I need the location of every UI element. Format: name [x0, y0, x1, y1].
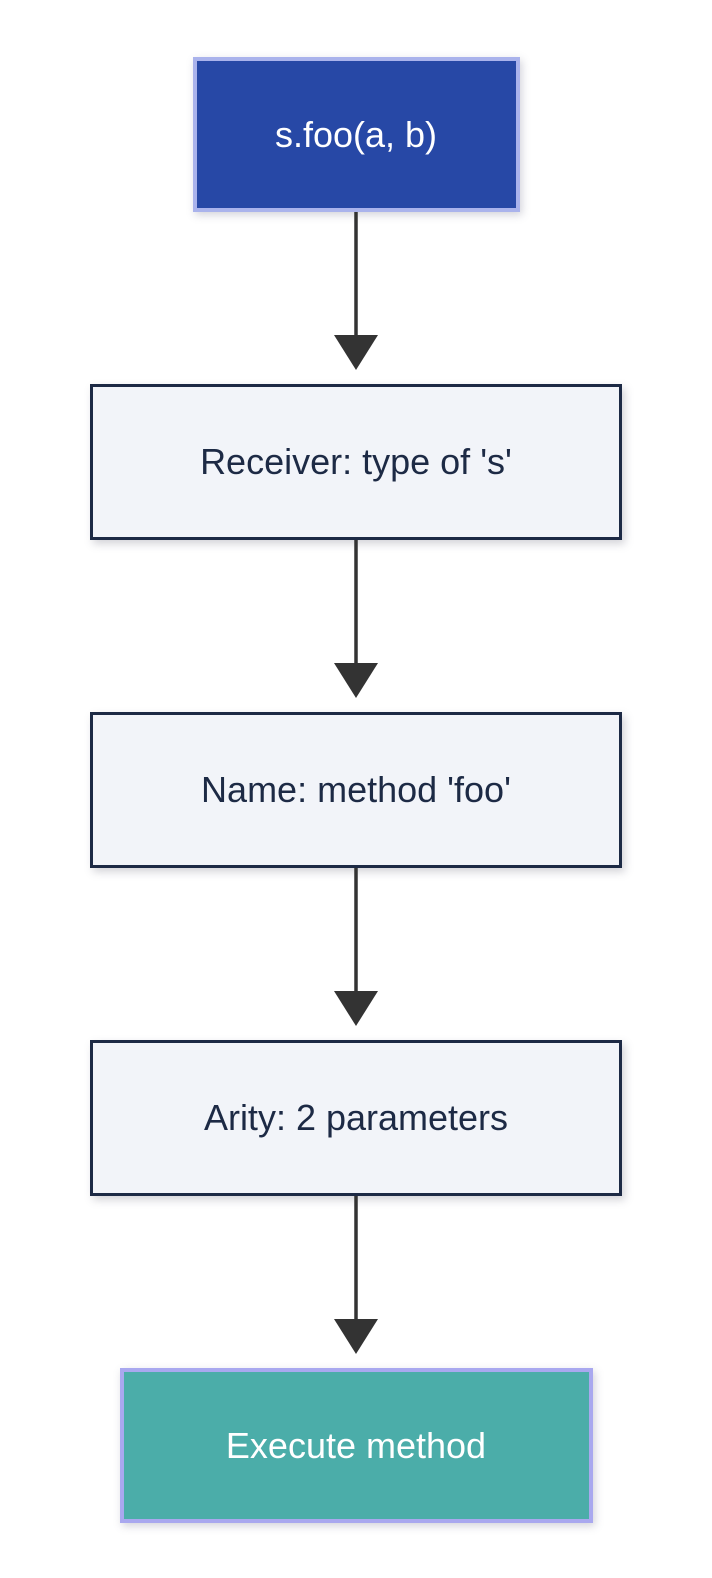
node-execute-step: Execute method	[119, 1368, 593, 1523]
node-name-step: Name: method 'foo'	[90, 712, 622, 868]
flow-arrow-icon	[334, 540, 378, 698]
flow-arrow-icon	[334, 1196, 378, 1354]
node-name-step-label: Name: method 'foo'	[201, 769, 511, 811]
node-arity-step: Arity: 2 parameters	[90, 1040, 622, 1196]
node-receiver-step-label: Receiver: type of 's'	[200, 441, 512, 483]
node-execute-step-label: Execute method	[225, 1424, 487, 1466]
flow-arrow-icon	[334, 868, 378, 1026]
flow-arrow-icon	[334, 212, 378, 370]
node-arity-step-label: Arity: 2 parameters	[203, 1097, 509, 1139]
node-call-expression-label: s.foo(a, b)	[274, 113, 438, 155]
node-call-expression: s.foo(a, b)	[192, 57, 520, 212]
node-receiver-step: Receiver: type of 's'	[90, 384, 622, 540]
